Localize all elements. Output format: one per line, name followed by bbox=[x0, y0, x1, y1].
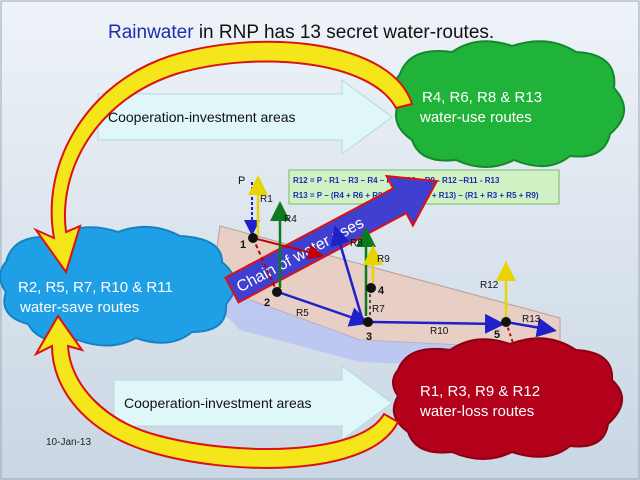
flow-R13 bbox=[505, 317, 557, 338]
yellow-curve-arrow-bottom bbox=[33, 314, 400, 469]
node-1 bbox=[248, 233, 258, 243]
water-use-line1: R4, R6, R8 & R13 bbox=[422, 89, 542, 106]
node-label-4: 4 bbox=[378, 285, 385, 297]
slide-title: Rainwater in RNP has 13 secret water-rou… bbox=[108, 22, 494, 43]
flow-1-2 bbox=[252, 237, 277, 291]
label-R9: R9 bbox=[377, 254, 390, 265]
title-highlight: Rainwater bbox=[108, 22, 194, 43]
label-R5: R5 bbox=[296, 308, 309, 319]
label-R12: R12 bbox=[480, 280, 499, 291]
yellow-curve-arrow-top bbox=[33, 40, 414, 275]
water-loss-line2: water-loss routes bbox=[419, 403, 534, 420]
water-use-cloud: R4, R6, R8 & R13 water-use routes bbox=[394, 40, 625, 168]
label-R8: R8 bbox=[350, 238, 363, 249]
water-use-line2: water-use routes bbox=[419, 109, 532, 126]
node-2 bbox=[272, 287, 282, 297]
node-5 bbox=[501, 317, 511, 327]
cooperation-label-bottom: Cooperation-investment areas bbox=[124, 395, 312, 411]
water-save-cloud: R2, R5, R7, R10 & R11 water-save routes bbox=[0, 225, 236, 347]
cooperation-arrow-top bbox=[97, 79, 393, 155]
flow-R10 bbox=[369, 313, 505, 334]
flow-5-down bbox=[505, 321, 515, 347]
water-loss-line1: R1, R3, R9 & R12 bbox=[420, 383, 540, 400]
node-label-1: 1 bbox=[240, 239, 246, 251]
label-P: P bbox=[238, 175, 245, 187]
water-save-line2: water-save routes bbox=[19, 299, 139, 316]
label-R13: R13 bbox=[522, 314, 541, 325]
water-loss-cloud: R1, R3, R9 & R12 water-loss routes bbox=[392, 337, 623, 460]
flow-R5 bbox=[277, 290, 370, 327]
water-save-line1: R2, R5, R7, R10 & R11 bbox=[18, 279, 173, 296]
flow-1-right bbox=[252, 237, 324, 260]
label-R10: R10 bbox=[430, 326, 449, 337]
terrain-slope-lower bbox=[210, 262, 560, 370]
node-4 bbox=[366, 283, 376, 293]
cooperation-label-top: Cooperation-investment areas bbox=[108, 109, 296, 125]
slide-date: 10-Jan-13 bbox=[46, 437, 91, 448]
label-R1: R1 bbox=[260, 194, 273, 205]
flow-R8 bbox=[330, 225, 364, 319]
label-R7: R7 bbox=[372, 304, 385, 315]
node-3 bbox=[363, 317, 373, 327]
title-rest: in RNP has 13 secret water-routes. bbox=[194, 22, 495, 43]
node-label-2: 2 bbox=[264, 297, 270, 309]
label-R4: R4 bbox=[284, 214, 297, 225]
node-label-3: 3 bbox=[366, 331, 372, 343]
cooperation-arrow-bottom bbox=[113, 365, 393, 441]
node-label-5: 5 bbox=[494, 329, 500, 341]
